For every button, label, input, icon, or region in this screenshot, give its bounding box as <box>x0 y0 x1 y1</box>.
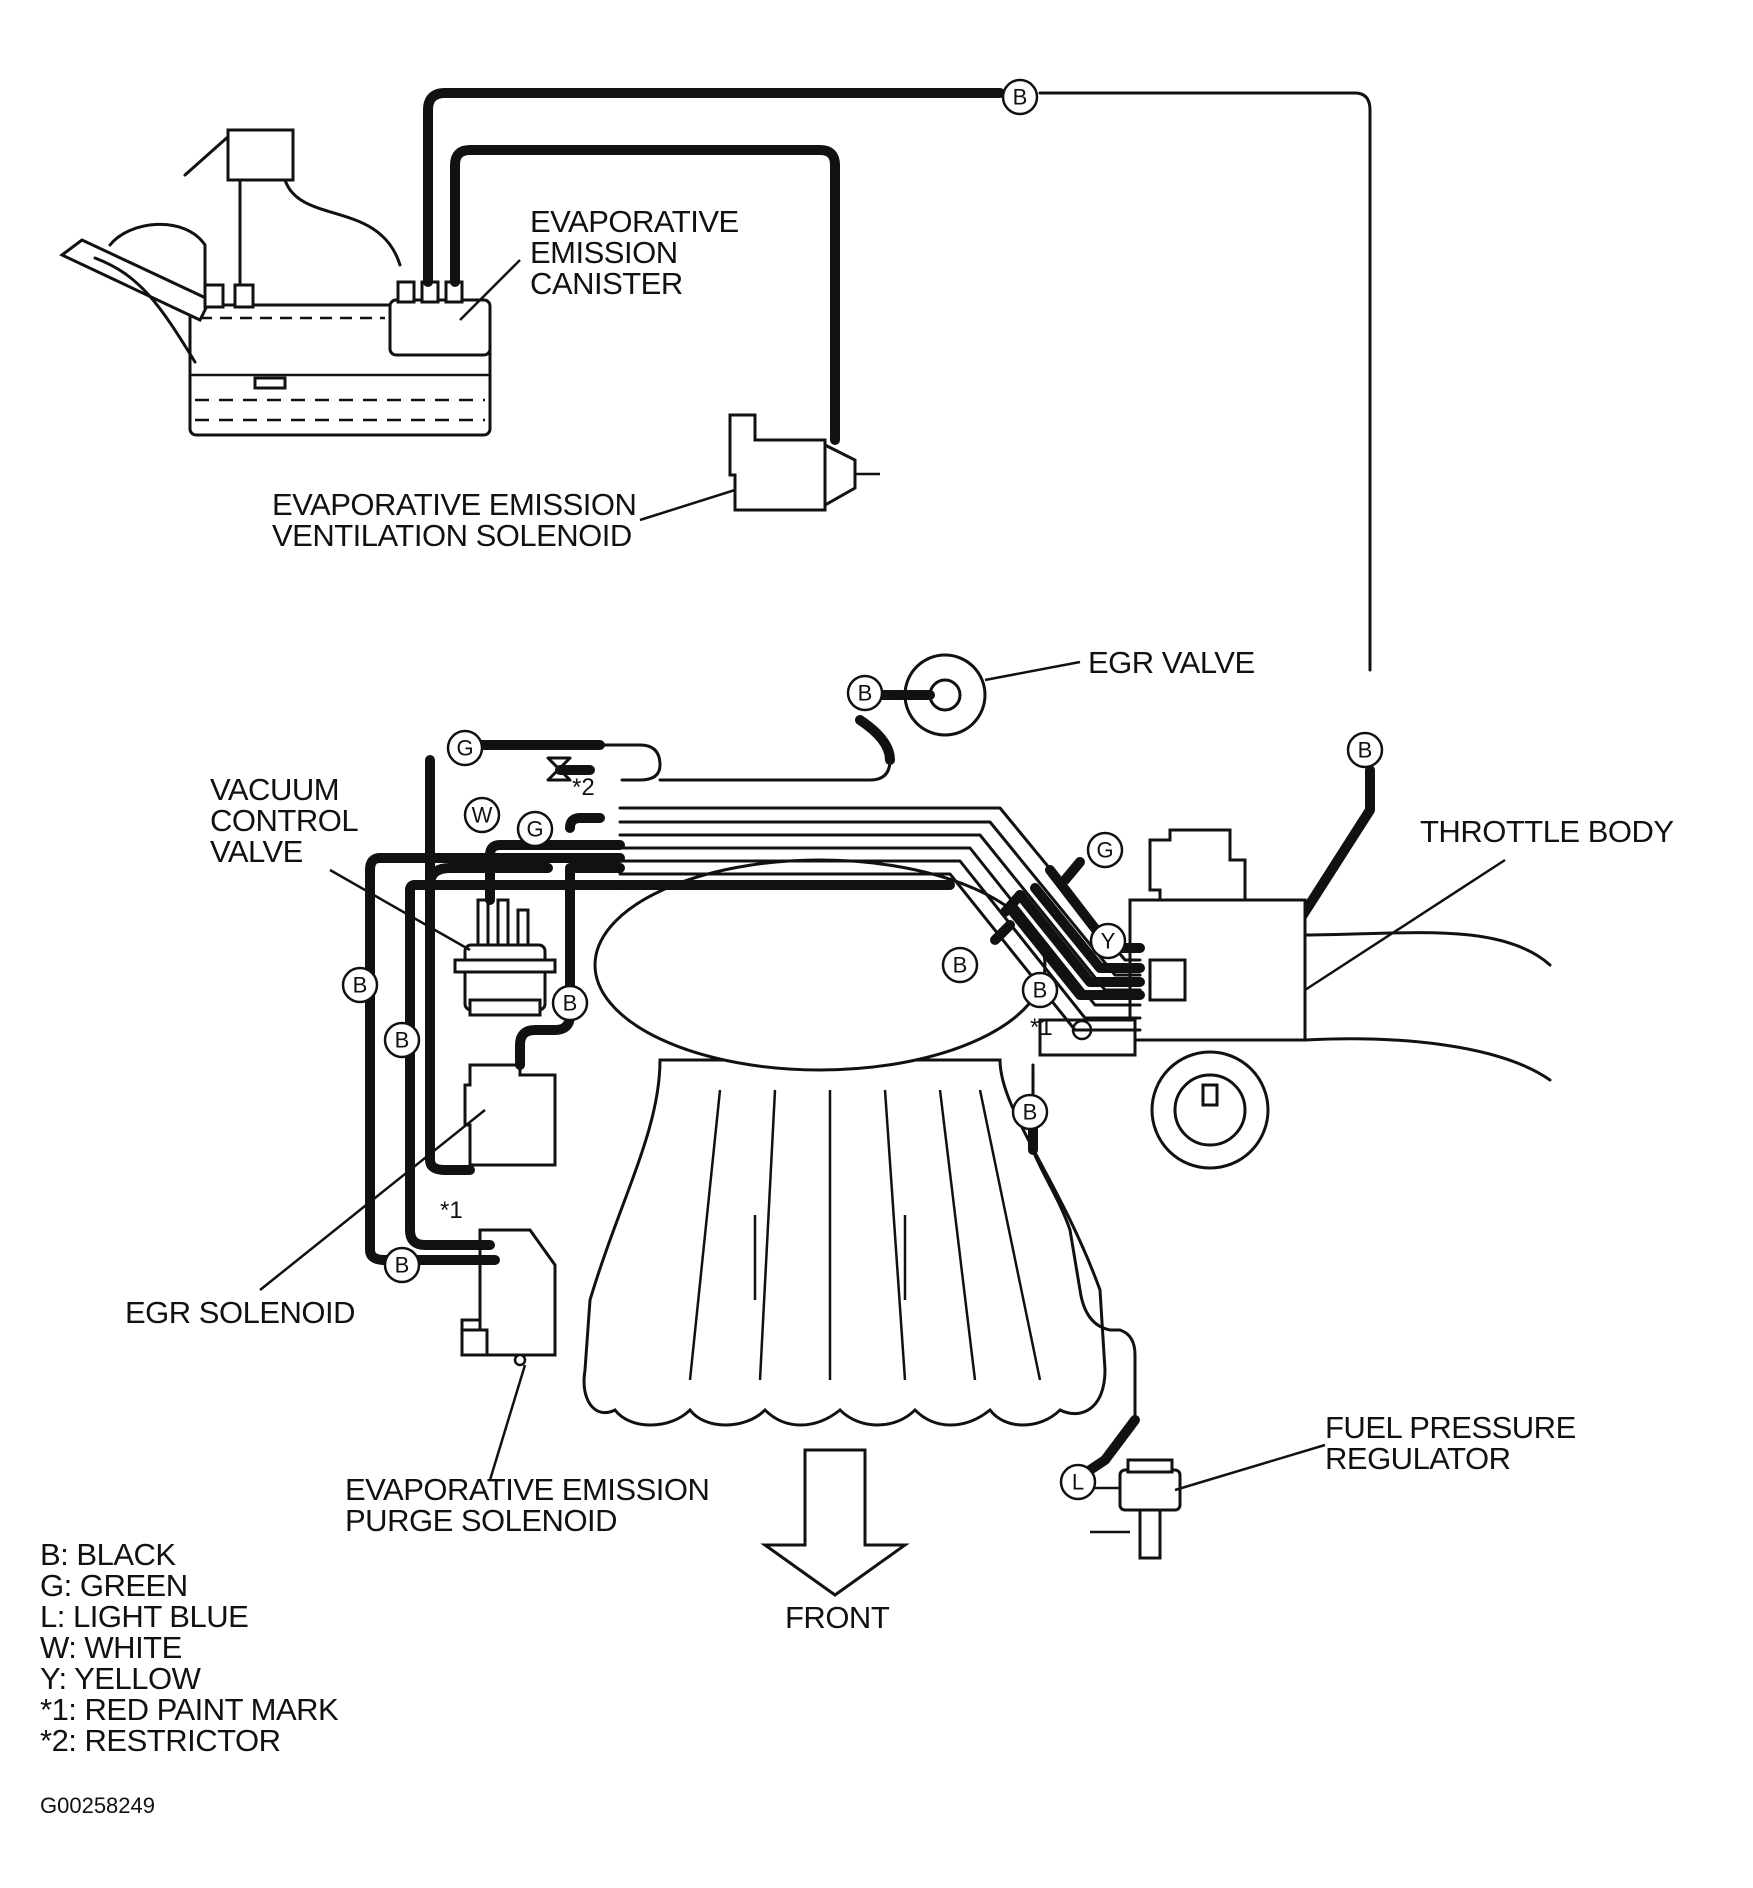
label-egr-valve: EGR VALVE <box>1088 645 1255 680</box>
legend-item: *2: RESTRICTOR <box>40 1723 280 1758</box>
svg-text:B: B <box>1033 978 1048 1003</box>
svg-text:B: B <box>953 953 968 978</box>
legend-item: B: BLACK <box>40 1537 176 1572</box>
hose-tag-g-mid: G <box>516 810 554 848</box>
svg-text:G: G <box>456 736 473 761</box>
hose-tag-b-left-outer: B <box>341 966 379 1004</box>
marker-red-paint-throttle: *1 <box>1030 1014 1053 1041</box>
hose-tag-b-purge: B <box>383 1246 421 1284</box>
figure-code: G00258249 <box>40 1793 155 1818</box>
hose-tag-b-egr-valve: B <box>846 674 884 712</box>
svg-text:B: B <box>395 1253 410 1278</box>
svg-text:G: G <box>1096 838 1113 863</box>
label-purge-solenoid: EVAPORATIVE EMISSION PURGE SOLENOID <box>345 1472 718 1538</box>
svg-text:B: B <box>353 973 368 998</box>
hose-tag-y: Y <box>1089 922 1127 960</box>
label-canister: EVAPORATIVE EMISSION CANISTER <box>530 204 747 301</box>
hose-tag-b-manifold-right: B <box>1021 971 1059 1009</box>
svg-text:B: B <box>1358 738 1373 763</box>
ventilation-solenoid-body <box>639 413 880 522</box>
label-ventilation-solenoid: EVAPORATIVE EMISSION VENTILATION SOLENOI… <box>272 487 645 553</box>
intake-manifold <box>582 858 1137 1427</box>
hose-tag-b-throttle-line: B <box>1346 731 1384 769</box>
hose-tag-g-throttle: G <box>1086 831 1124 869</box>
label-throttle-body: THROTTLE BODY <box>1420 814 1674 849</box>
hose-tag-b-fuel-line: B <box>1011 1093 1049 1131</box>
svg-text:B: B <box>395 1028 410 1053</box>
legend-item: L: LIGHT BLUE <box>40 1599 248 1634</box>
legend-item: W: WHITE <box>40 1630 182 1665</box>
legend-item: G: GREEN <box>40 1568 188 1603</box>
hose-tag-w: W <box>463 796 501 834</box>
front-arrow <box>760 1448 910 1597</box>
legend: B: BLACK G: GREEN L: LIGHT BLUE W: WHITE… <box>40 1537 340 1758</box>
vacuum-control-valve <box>329 868 557 1017</box>
svg-text:L: L <box>1072 1470 1084 1495</box>
marker-restrictor: *2 <box>572 774 595 801</box>
hose-tag-l: L <box>1059 1463 1097 1501</box>
hose-tag-b-top: B <box>1001 78 1039 116</box>
purge-solenoid <box>460 1228 557 1481</box>
label-front: FRONT <box>785 1600 890 1635</box>
hose-tag-g-upper: G <box>446 729 484 767</box>
label-fuel-pressure-regulator: FUEL PRESSURE REGULATOR <box>1325 1410 1584 1476</box>
legend-item: *1: RED PAINT MARK <box>40 1692 339 1727</box>
marker-red-paint-purge: *1 <box>440 1197 463 1224</box>
throttle-body <box>1128 828 1552 1170</box>
hose-tag-b-vcv: B <box>551 984 589 1022</box>
hose-tag-b-manifold-left: B <box>941 946 979 984</box>
restrictor-symbol <box>546 756 572 782</box>
svg-text:W: W <box>472 803 493 828</box>
svg-text:Y: Y <box>1101 929 1116 954</box>
svg-text:B: B <box>563 991 578 1016</box>
fuel-pressure-regulator <box>1090 1443 1326 1560</box>
svg-text:B: B <box>858 681 873 706</box>
evaporative-emission-canister <box>388 259 521 357</box>
label-vacuum-control-valve: VACUUM CONTROL VALVE <box>210 772 365 869</box>
svg-text:G: G <box>526 817 543 842</box>
svg-text:B: B <box>1013 85 1028 110</box>
legend-item: Y: YELLOW <box>40 1661 202 1696</box>
hose-tag-b-left-inner: B <box>383 1021 421 1059</box>
label-egr-solenoid: EGR SOLENOID <box>125 1295 355 1330</box>
svg-text:B: B <box>1023 1100 1038 1125</box>
